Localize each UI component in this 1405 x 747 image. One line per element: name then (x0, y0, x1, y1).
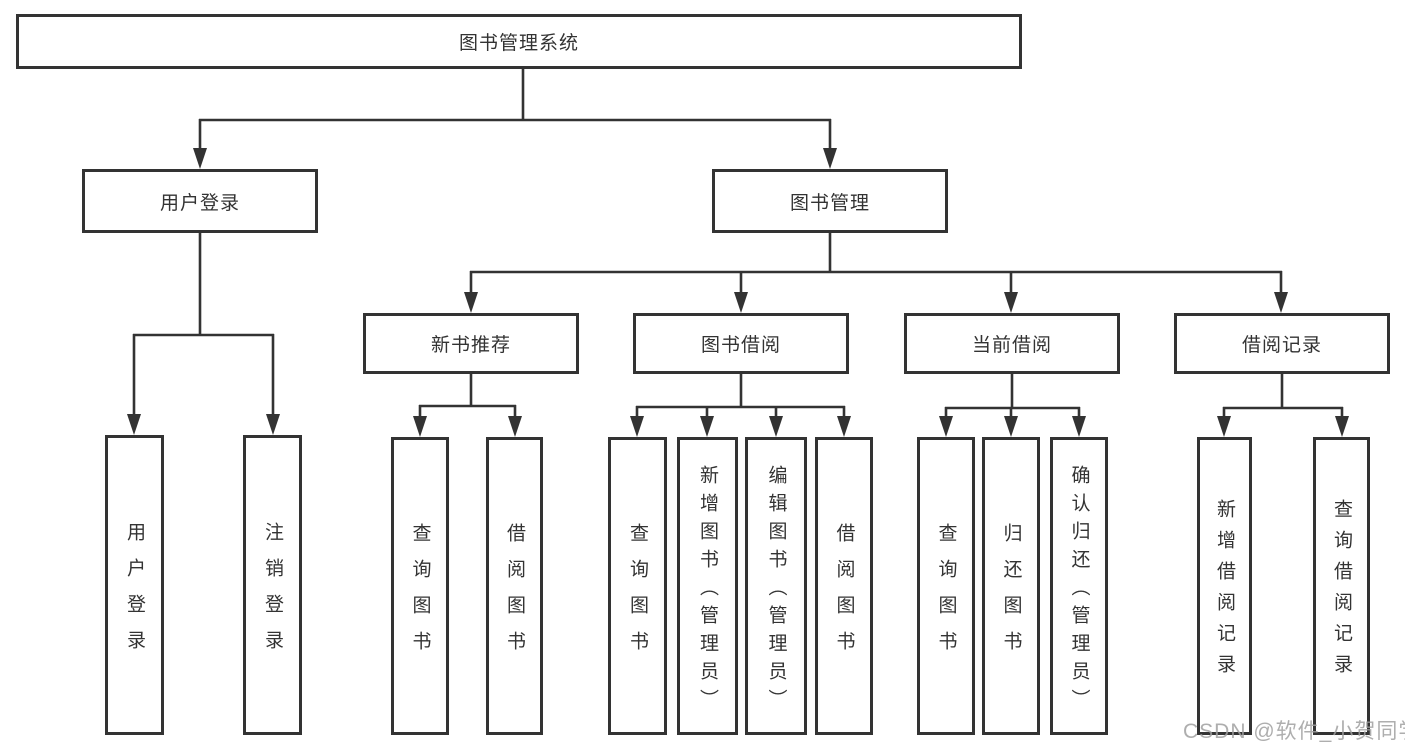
node-borrowing-records: 借阅记录 (1174, 313, 1390, 374)
node-query-borrow-record: 查询借阅记录 (1313, 437, 1370, 735)
node-label: 新增图书（管理员） (697, 464, 718, 717)
node-label: 归还图书 (1000, 522, 1022, 667)
node-label: 查询借阅记录 (1331, 499, 1352, 685)
node-label: 新书推荐 (430, 335, 511, 356)
node-edit-book-admin: 编辑图书（管理员） (745, 437, 807, 735)
node-label: 确认归还（管理员） (1068, 464, 1090, 717)
node-logout-leaf: 注销登录 (243, 435, 302, 735)
node-label: 当前借阅 (971, 335, 1052, 356)
node-label: 编辑图书（管理员） (765, 464, 787, 717)
node-book-borrowing: 图书借阅 (633, 313, 849, 374)
node-label: 图书管理 (789, 192, 870, 214)
node-library-management-system: 图书管理系统 (16, 14, 1022, 69)
node-label: 借阅记录 (1241, 335, 1322, 356)
node-label: 用户登录 (159, 192, 240, 214)
node-user-login-leaf: 用户登录 (105, 435, 164, 735)
node-label: 借阅图书 (504, 522, 525, 667)
node-borrow-books-borrowing: 借阅图书 (815, 437, 873, 735)
node-add-book-admin: 新增图书（管理员） (677, 437, 738, 735)
node-label: 查询图书 (627, 522, 648, 667)
node-query-books-current: 查询图书 (917, 437, 975, 735)
node-query-books-recommend: 查询图书 (391, 437, 449, 735)
node-label: 图书管理系统 (458, 33, 579, 54)
node-label: 注销登录 (262, 521, 283, 666)
node-label: 查询图书 (409, 522, 431, 667)
node-book-management-branch: 图书管理 (712, 169, 948, 233)
node-borrow-books-recommend: 借阅图书 (486, 437, 543, 735)
node-confirm-return-admin: 确认归还（管理员） (1050, 437, 1108, 735)
node-query-books-borrowing: 查询图书 (608, 437, 667, 735)
node-label: 新增借阅记录 (1214, 499, 1235, 685)
node-label: 借阅图书 (833, 522, 855, 667)
node-label: 查询图书 (935, 522, 957, 667)
node-user-login-branch: 用户登录 (82, 169, 318, 233)
node-label: 用户登录 (124, 521, 145, 666)
node-label: 图书借阅 (700, 335, 781, 356)
node-add-borrow-record: 新增借阅记录 (1197, 437, 1252, 735)
node-new-book-recommendation: 新书推荐 (363, 313, 579, 374)
node-return-books: 归还图书 (982, 437, 1040, 735)
csdn-watermark: CSDN @软件_小贺同学 (1183, 720, 1405, 743)
node-current-borrowing: 当前借阅 (904, 313, 1120, 374)
